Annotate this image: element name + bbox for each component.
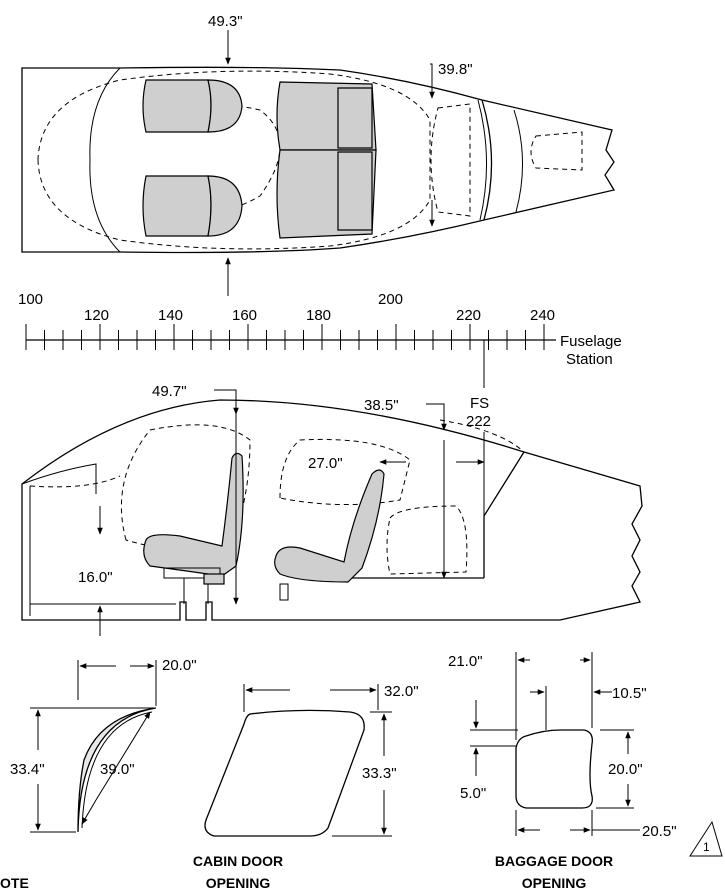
bulkhead-line xyxy=(481,99,493,221)
scale-tick-160: 160 xyxy=(232,307,257,324)
cabin-door-height-label: 33.3" xyxy=(362,765,397,782)
fuselage-station-scale: 100 120 140 160 180 200 220 240 Fuselage… xyxy=(18,291,622,368)
baggage-bottom-width-label: 20.5" xyxy=(642,823,677,840)
floor-outline-dashed xyxy=(37,70,431,250)
rear-seat-side xyxy=(274,469,385,583)
scale-tick-180: 180 xyxy=(306,307,331,324)
top-view: 49.3" 39.8" xyxy=(21,13,616,296)
note-marker-triangle xyxy=(689,820,723,857)
curved-opening-caption: OTE xyxy=(0,875,29,891)
curved-diagonal-label: 39.0" xyxy=(100,761,135,778)
baggage-door-caption-line1: BAGGAGE DOOR xyxy=(495,853,613,869)
curved-opening-drawing: 20.0" 33.4" 39.0" OTE xyxy=(0,657,197,891)
rear-length-label: 27.0" xyxy=(308,455,343,472)
baggage-door-shape xyxy=(515,729,593,809)
aft-height-label: 38.5" xyxy=(364,397,399,414)
cabin-door-shape xyxy=(204,709,365,837)
fuselage-top-outline xyxy=(21,66,616,254)
aft-width-label: 39.8" xyxy=(438,61,473,78)
baggage-door-drawing: 21.0" 10.5" 5.0" 20.0" 20.5" 1 BAGGAGE D… xyxy=(448,652,723,891)
fuselage-side-outline xyxy=(21,399,643,621)
scale-axis-label-line2: Station xyxy=(566,351,613,368)
cabin-width-label: 49.3" xyxy=(208,13,243,30)
fs-value: 222 xyxy=(466,413,491,430)
front-seat-left xyxy=(142,79,212,133)
curved-opening-shape xyxy=(77,707,157,833)
scale-tick-120: 120 xyxy=(84,307,109,324)
curved-width-label: 20.0" xyxy=(162,657,197,674)
cabin-height-label: 49.7" xyxy=(152,383,187,400)
cabin-door-caption-line2: OPENING xyxy=(206,875,271,891)
floor-height-label: 16.0" xyxy=(78,569,113,586)
baggage-door-caption-line2: OPENING xyxy=(522,875,587,891)
baggage-height-label: 20.0" xyxy=(608,761,643,778)
front-seat-right xyxy=(142,175,212,237)
note-marker-number: 1 xyxy=(703,840,710,854)
cabin-door-caption-line1: CABIN DOOR xyxy=(193,853,283,869)
baggage-inset-label: 10.5" xyxy=(612,685,647,702)
front-seat-side xyxy=(143,452,244,577)
scale-tick-220: 220 xyxy=(456,307,481,324)
side-view: 49.7" 38.5" FS 222 27.0" 16.0" xyxy=(21,340,643,636)
fs-label: FS xyxy=(470,395,489,412)
scale-tick-200: 200 xyxy=(378,291,403,308)
baggage-sill-label: 5.0" xyxy=(460,785,486,802)
scale-tick-140: 140 xyxy=(158,307,183,324)
windshield-line xyxy=(89,67,121,253)
curved-height-label: 33.4" xyxy=(10,761,45,778)
cabin-door-drawing: 32.0" 33.3" CABIN DOOR OPENING xyxy=(193,683,419,891)
scale-tick-240: 240 xyxy=(530,307,555,324)
scale-tick-100: 100 xyxy=(18,291,43,308)
side-window-rear xyxy=(279,438,411,506)
cabin-door-width-label: 32.0" xyxy=(384,683,419,700)
scale-axis-label-line1: Fuselage xyxy=(560,333,622,350)
baggage-top-width-label: 21.0" xyxy=(448,653,483,670)
